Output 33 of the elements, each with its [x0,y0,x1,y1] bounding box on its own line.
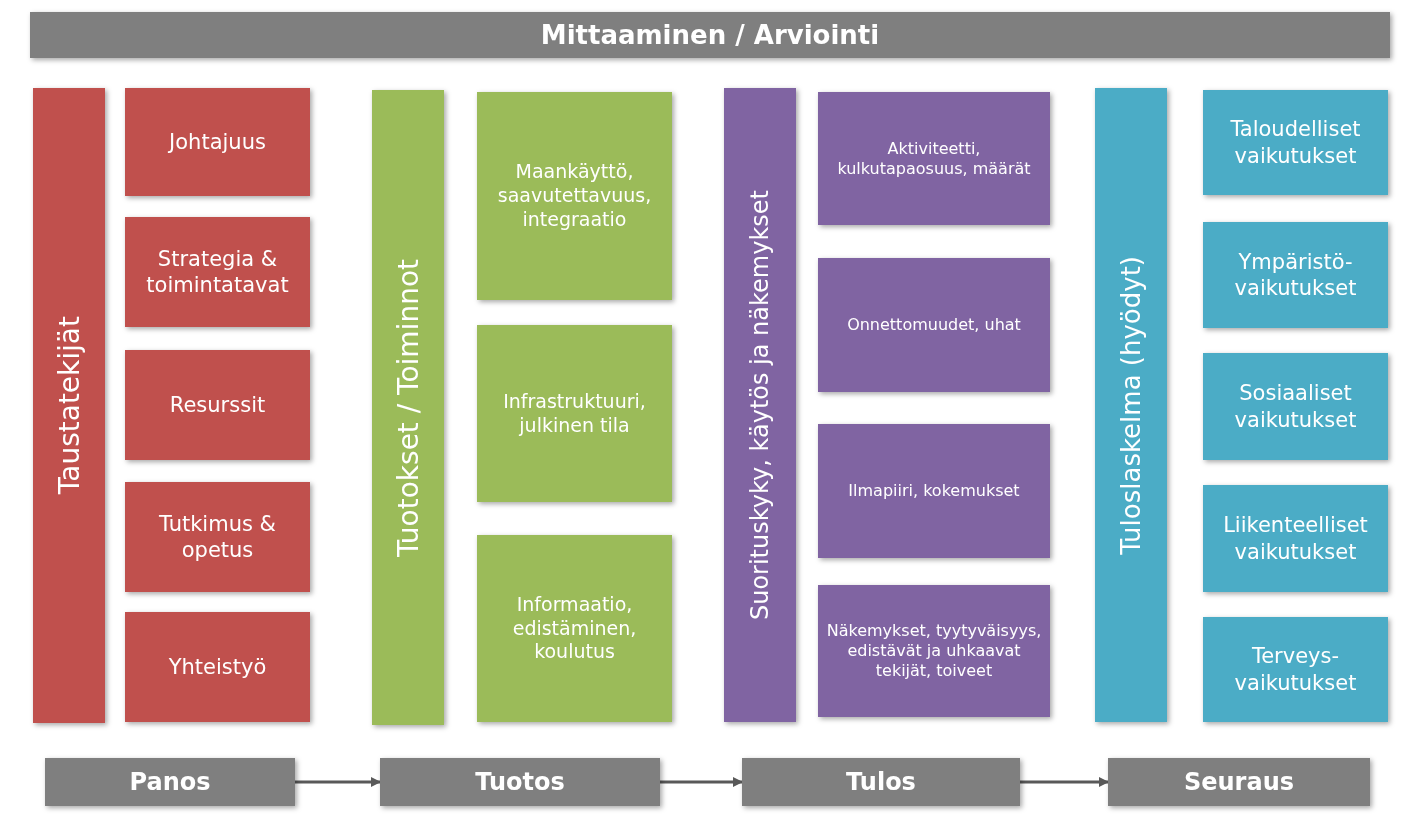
category-box: Yhteistyö [125,612,310,722]
category-box: Ilmapiiri, kokemukset [818,424,1050,558]
category-box: Taloudelliset vaikutukset [1203,90,1388,195]
category-column-bar [372,90,444,725]
category-box: Liikenteelliset vaikutukset [1203,485,1388,592]
category-box: Infrastruktuuri, julkinen tila [477,325,672,502]
category-column-bar [724,88,796,722]
category-box: Näkemykset, tyytyväisyys, edistävät ja uhkaavat tekijät, toiveet [818,585,1050,717]
arrow [295,777,381,787]
stage-box: Tuotos [380,758,660,806]
category-box: Sosiaaliset vaikutukset [1203,353,1388,460]
banner-bar: Mittaaminen / Arviointi [30,12,1390,58]
arrow [1020,777,1109,787]
stage-box: Panos [45,758,295,806]
stage-box: Tulos [742,758,1020,806]
category-box: Tutkimus & opetus [125,482,310,592]
category-box: Terveys- vaikutukset [1203,617,1388,722]
arrow [660,777,743,787]
column-title: Tuotokset / Toiminnot [390,258,426,557]
category-box: Onnettomuudet, uhat [818,258,1050,392]
category-box: Strategia & toimintatavat [125,217,310,327]
category-column-bar [33,88,105,723]
column-title: Taustatekijät [51,316,87,495]
category-column-bar [1095,88,1167,722]
category-box: Ympäristö- vaikutukset [1203,222,1388,328]
category-box: Resurssit [125,350,310,460]
column-title: Tuloslaskelma (hyödyt) [1114,255,1147,555]
column-title: Suorituskyky, käytös ja näkemykset [745,189,775,620]
category-box: Informaatio, edistäminen, koulutus [477,535,672,722]
category-box: Aktiviteetti, kulkutapaosuus, määrät [818,92,1050,225]
stage-box: Seuraus [1108,758,1370,806]
category-box: Maankäyttö, saavutettavuus, integraatio [477,92,672,300]
category-box: Johtajuus [125,88,310,196]
